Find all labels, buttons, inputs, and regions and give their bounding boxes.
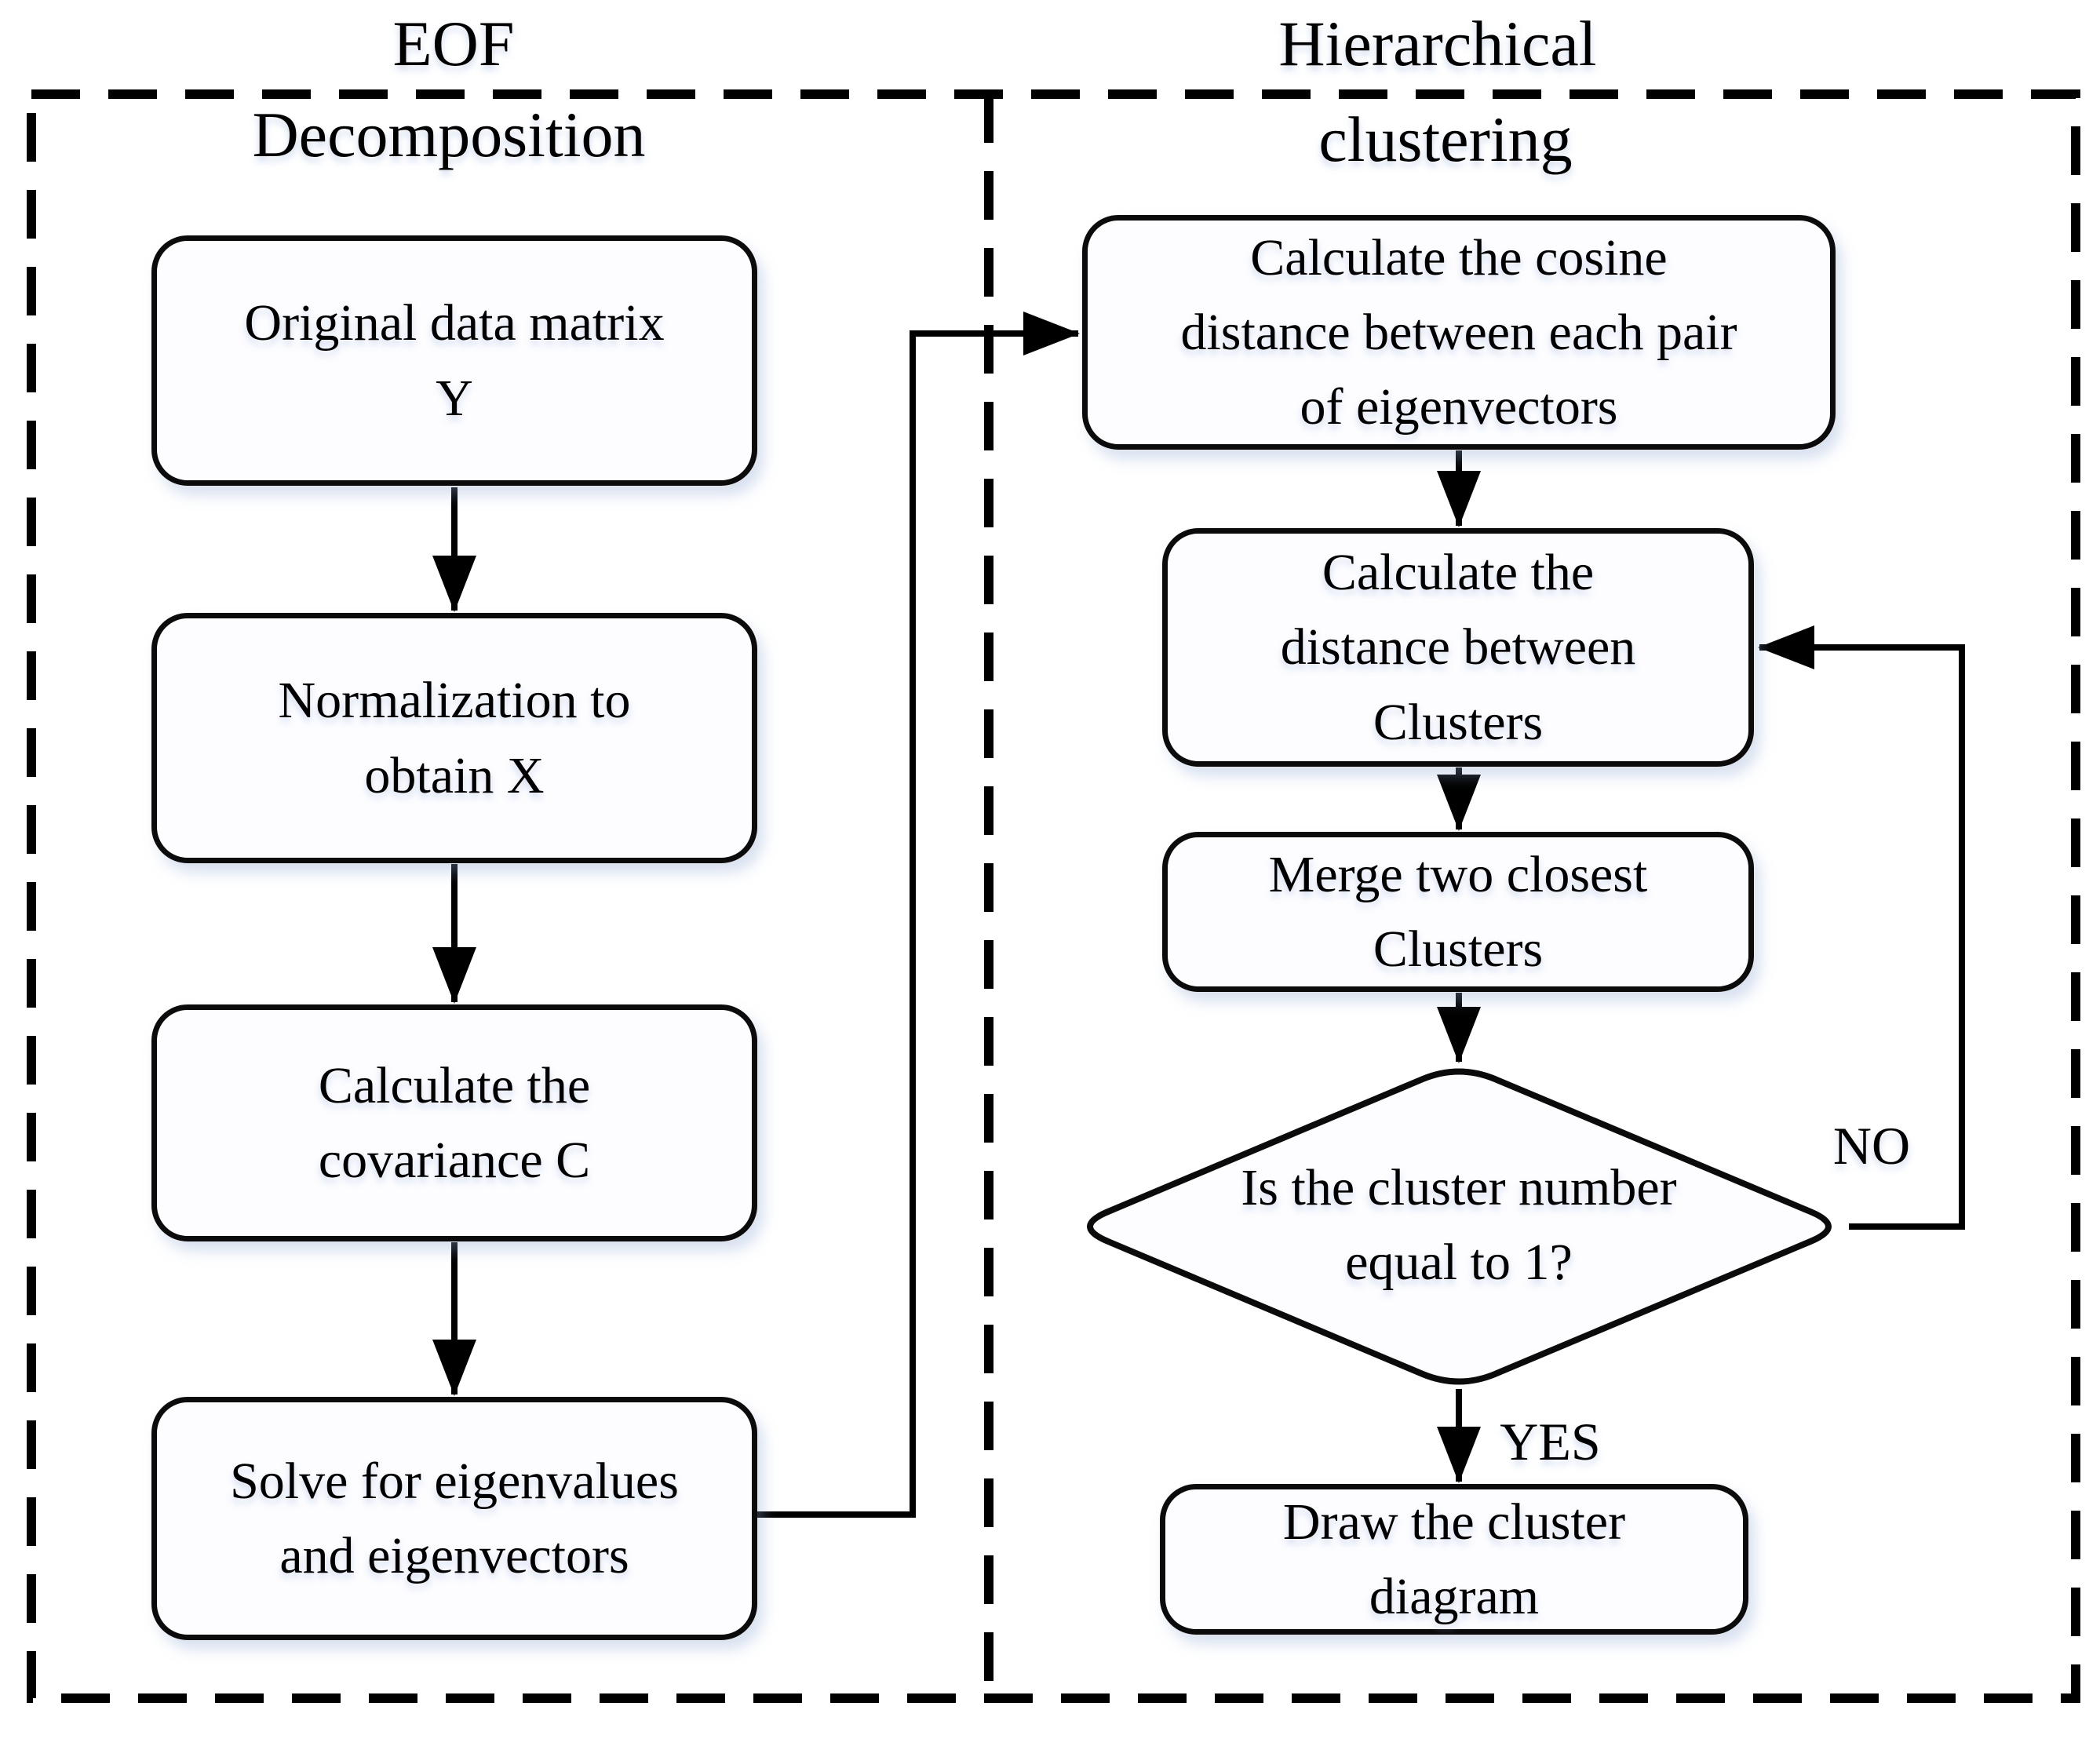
edge-label-yes: YES (1500, 1411, 1601, 1471)
flow-box-cosine-distance: Calculate the cosine distance between ea… (1082, 215, 1836, 450)
section-title-hierarchical: Hierarchical (1241, 5, 1634, 83)
decision-diamond-label: Is the cluster number equal to 1? (1241, 1158, 1677, 1291)
flow-box-draw-diagram: Draw the cluster diagram (1160, 1484, 1748, 1635)
section-title-clustering: clustering (1318, 103, 1573, 175)
flow-box-covariance: Calculate the covariance C (151, 1004, 757, 1241)
connector-decision-no-loop (1758, 625, 1965, 1230)
decision-diamond-shape (1087, 1068, 1832, 1385)
outer-dashed-border (27, 89, 2080, 1703)
flow-box-cluster-distance: Calculate the distance between Clusters (1162, 528, 1754, 767)
section-title-eof: EOF (297, 5, 611, 83)
flow-box-original-data-matrix: Original data matrix Y (151, 235, 757, 486)
edge-label-no: NO (1832, 1115, 1911, 1176)
flow-box-solve-eigen: Solve for eigenvalues and eigenvectors (151, 1397, 757, 1640)
flow-box-normalization: Normalization to obtain X (151, 613, 757, 863)
section-title-decomposition: Decomposition (252, 98, 646, 170)
connector-solve-to-cosine (756, 312, 1080, 1518)
flow-box-merge-clusters: Merge two closest Clusters (1162, 832, 1754, 992)
